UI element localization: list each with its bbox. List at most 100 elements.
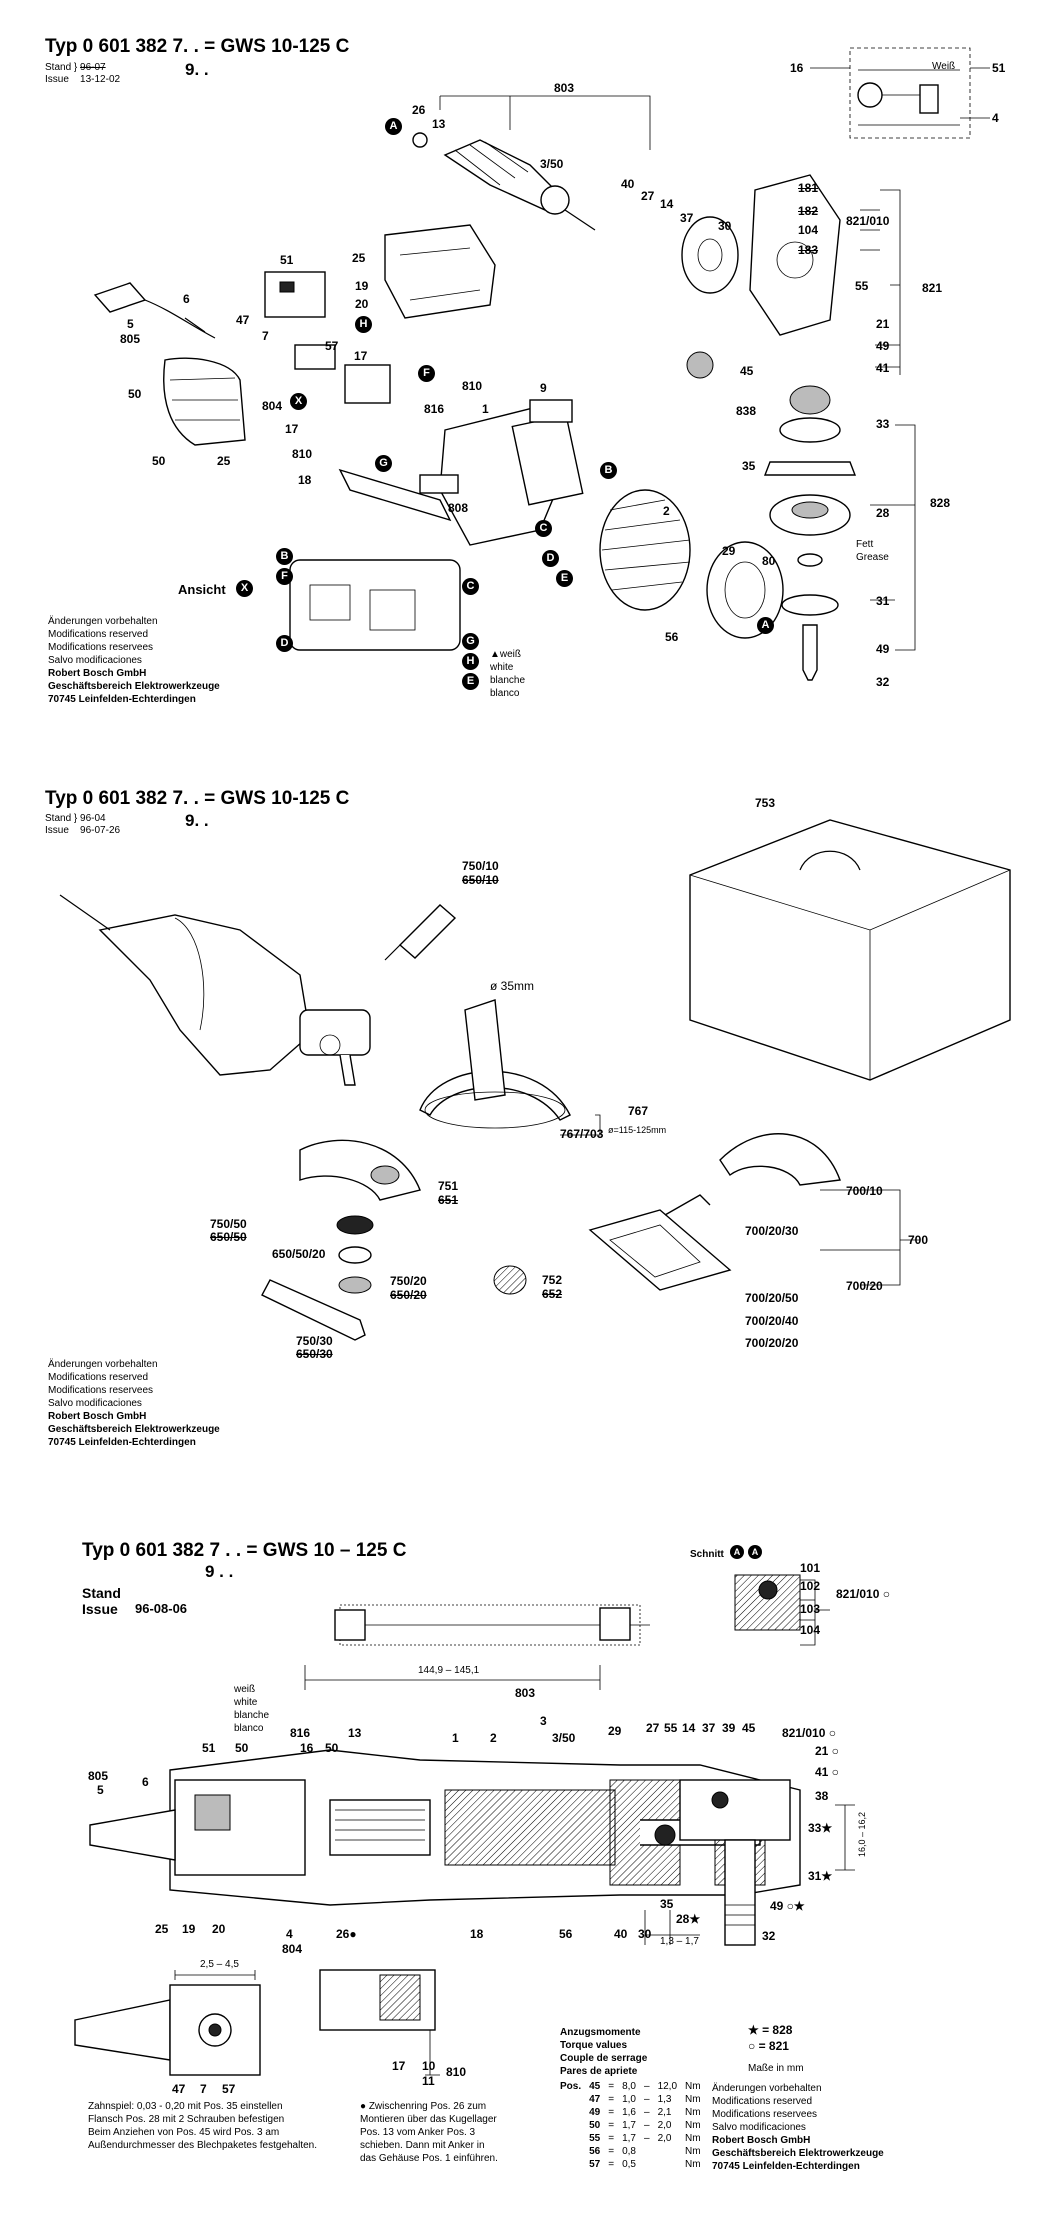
label-650-10: 650/10 — [462, 873, 499, 887]
weiss-de: ▲weiß — [490, 649, 522, 660]
label-11: 11 — [422, 2074, 435, 2088]
side-handle-750-10 — [398, 904, 457, 959]
bevel-gear-33 — [789, 385, 831, 415]
label-50: 50 — [235, 1741, 249, 1755]
circuit-inset — [849, 47, 971, 139]
label-810: 810 — [446, 2065, 467, 2079]
nut-752 — [493, 1265, 527, 1295]
clamp-31 — [781, 594, 839, 616]
torque-cell: 50 — [589, 2120, 601, 2131]
label-39: 39 — [722, 1721, 736, 1735]
label-803: 803 — [554, 81, 575, 95]
label-56: 56 — [559, 1927, 573, 1941]
torque-cell: 0,8 — [622, 2146, 636, 2157]
label-27: 27 — [646, 1721, 660, 1735]
variant: 9 . . — [205, 1562, 234, 1581]
stand-issue: Stand } 96-07 Issue 13-12-02 — [45, 62, 121, 85]
weiss-en: white — [490, 662, 514, 673]
label-21: 21 ○ — [815, 1744, 839, 1758]
label-14: 14 — [682, 1721, 696, 1735]
label-6: 6 — [183, 292, 190, 306]
air-guide-18 — [338, 468, 452, 522]
carrying-case-753 — [689, 819, 1011, 1081]
torque-de: Anzugsmomente — [560, 2027, 641, 2038]
issue-label: Issue — [82, 1601, 118, 1617]
bearing-flange-30 — [681, 216, 739, 294]
label-16: 16 — [300, 1741, 314, 1755]
issue-label: Issue — [45, 74, 69, 85]
sheet3-drawing — [74, 1574, 855, 2076]
label-804: 804 — [282, 1942, 303, 1956]
cutting-guide-700-20 — [588, 1209, 732, 1291]
label-700-20-30: 700/20/30 — [745, 1224, 799, 1238]
torque-cell: 1,6 — [622, 2107, 636, 2118]
label-181: 181 — [798, 181, 819, 195]
field-coil-2 — [599, 489, 691, 611]
label-750-20: 750/20 — [390, 1274, 427, 1288]
label-9: 9 — [540, 381, 547, 395]
commutator — [329, 1799, 431, 1856]
torque-cell: = — [608, 2146, 615, 2157]
label-700-10: 700/10 — [846, 1184, 883, 1198]
torque-cell — [640, 2158, 654, 2171]
view-marker-E: E — [462, 673, 479, 690]
marker-A-top: A — [385, 118, 402, 135]
torque-cell: Nm — [685, 2159, 701, 2170]
label-750-30: 750/30 — [296, 1334, 333, 1348]
label-5: 5 — [97, 1783, 104, 1797]
label-45: 45 — [740, 364, 754, 378]
label-26: 26 — [412, 103, 426, 117]
label-49b: 49 — [876, 642, 890, 656]
pinion-838 — [686, 351, 714, 379]
title-number: 0 601 382 7. . = GWS 10-125 C — [82, 788, 350, 809]
label-13: 13 — [432, 117, 446, 131]
label-751: 751 — [438, 1179, 459, 1193]
spindle-section-32 — [724, 1839, 756, 1946]
label-6: 6 — [142, 1775, 149, 1789]
label-103: 103 — [800, 1602, 821, 1616]
gear-head-821 — [749, 174, 841, 336]
issue-date: 96-08-06 — [135, 1601, 188, 1616]
label-16: 16 — [790, 61, 804, 75]
label-753: 753 — [755, 796, 776, 810]
variant: 9. . — [185, 60, 209, 79]
label-828: 828 — [930, 496, 951, 510]
torque-cell: 45 — [589, 2081, 601, 2092]
company-division: Geschäftsbereich Elektrowerkzeuge — [48, 1424, 220, 1435]
sheet3-title: Typ 0 601 382 7 . . = GWS 10 – 125 C — [82, 1540, 406, 1562]
note-es: Salvo modificaciones — [48, 1398, 142, 1409]
label-700-20-40: 700/20/40 — [745, 1314, 799, 1328]
dim-armature-length: 144,9 – 145,1 — [418, 1665, 480, 1676]
nut-750-20 — [338, 1276, 372, 1294]
stand-label: Stand — [82, 1585, 121, 1601]
weiss-en: white — [234, 1697, 258, 1708]
stand-label: Stand — [45, 62, 72, 73]
weiss-de: weiß — [234, 1684, 256, 1695]
label-767: 767 — [628, 1104, 649, 1118]
view-marker-C: C — [462, 578, 479, 595]
label-38: 38 — [815, 1789, 829, 1803]
switch-body-816 — [344, 364, 391, 404]
torque-cell: 56 — [589, 2146, 601, 2157]
torque-cell: = — [608, 2094, 615, 2105]
torque-cell: Nm — [685, 2081, 701, 2092]
label-805: 805 — [88, 1769, 109, 1783]
torque-cell: – — [644, 2081, 650, 2092]
issue-label: Issue — [45, 825, 69, 836]
label-821-010a: 821/010 ○ — [836, 1587, 890, 1601]
label-17b: 17 — [285, 422, 299, 436]
torque-heading: Anzugsmomente Torque values Couple de se… — [560, 2026, 647, 2078]
stand-date: 96-04 — [80, 813, 106, 824]
company-name: Robert Bosch GmbH — [712, 2135, 811, 2146]
stand-issue: Stand } 96-04 Issue 96-07-26 — [45, 813, 121, 836]
dim-1-3: 1,3 – 1,7 — [660, 1936, 699, 1947]
label-33: 33★ — [808, 1821, 833, 1835]
torque-cell: 8,0 — [622, 2081, 636, 2092]
label-45: 45 — [742, 1721, 756, 1735]
guard-700-10 — [719, 1133, 841, 1186]
label-767-703: 767/703 — [560, 1127, 604, 1141]
view-x-housing — [289, 559, 461, 651]
